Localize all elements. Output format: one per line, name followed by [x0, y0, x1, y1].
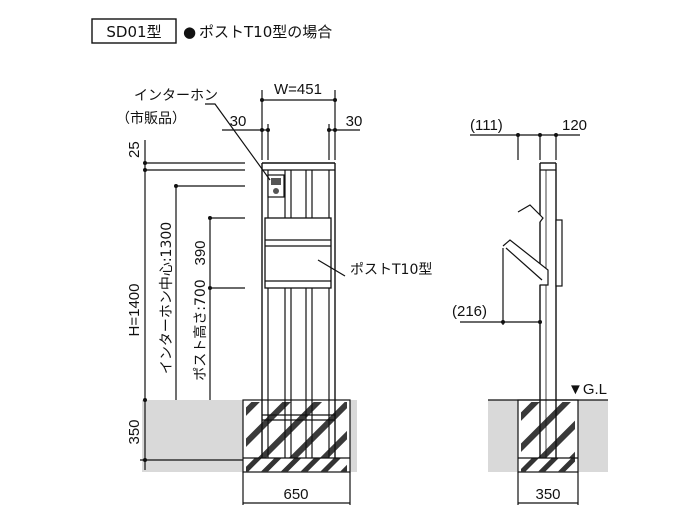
post-leader: [317, 259, 346, 277]
dim-width-label: W=451: [274, 81, 322, 98]
dim-mid-label: 390: [192, 240, 209, 265]
side-view-text: (111) 120 (216) ▼G.L 350: [452, 117, 607, 503]
model-tag-box: [91, 18, 177, 44]
dim-height-label: H=1400: [126, 284, 143, 337]
dim-intercom-center-label: インターホン中心:1300: [159, 222, 175, 374]
intercom-label-line2: （市販品）: [116, 110, 186, 127]
dim-top-offset-label: 25: [126, 141, 143, 158]
front-view-text: インターホン （市販品） W=451 30 30 ポストT10型 25 H=14…: [116, 81, 432, 503]
dim-foundation-width-label: 650: [283, 486, 308, 503]
intercom-button: [273, 188, 279, 194]
bullet-icon: ●: [183, 23, 196, 41]
side-flap-bottom-inner: [505, 247, 543, 281]
side-view: [460, 133, 608, 505]
intercom-label-line1: インターホン: [134, 88, 218, 104]
intercom-screen: [271, 178, 281, 185]
front-gravel: [246, 458, 347, 472]
side-top-left-label: (111): [470, 117, 503, 134]
dim-post-height-label: ポスト高さ:700: [192, 279, 209, 380]
side-foundation-hatch: [521, 402, 575, 458]
side-ground-label: ▼G.L: [568, 381, 607, 398]
dim-side-right-label: 30: [346, 113, 363, 130]
side-flap-bottom: [502, 239, 549, 286]
side-flap-top: [517, 204, 544, 223]
dim-foundation-depth-label: 350: [126, 419, 143, 444]
intercom-leader: [205, 103, 271, 181]
model-tag: SD01型: [106, 23, 161, 41]
front-view: [140, 90, 360, 505]
mailbox: [264, 217, 332, 289]
dim-side-left-label: 30: [230, 113, 247, 130]
side-projection-label: (216): [452, 303, 487, 320]
side-top-right-label: 120: [562, 117, 587, 134]
subtitle: ポストT10型の場合: [199, 23, 332, 41]
side-foundation-width-label: 350: [535, 486, 560, 503]
post-label: ポストT10型: [350, 262, 432, 278]
side-gravel: [521, 458, 575, 472]
header: SD01型 ● ポストT10型の場合: [91, 18, 332, 44]
side-mailbox-back: [555, 219, 563, 287]
front-foundation-hatch: [246, 402, 347, 458]
